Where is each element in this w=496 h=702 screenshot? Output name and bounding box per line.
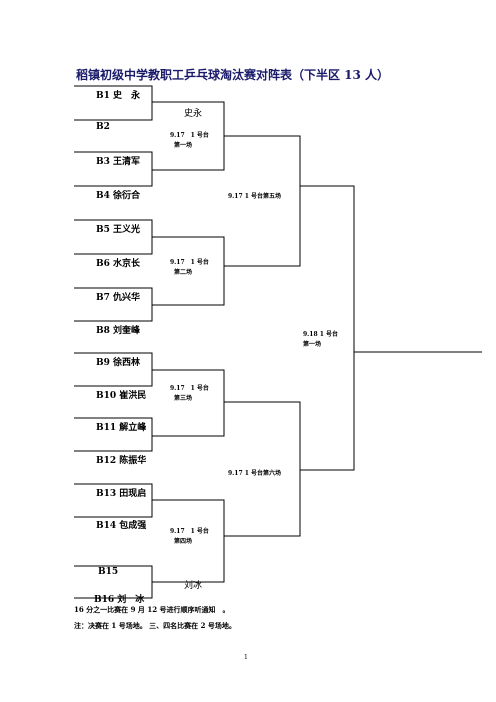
- match-label-2-line2: 第二场: [174, 269, 193, 276]
- r2-bracket-2: [152, 236, 225, 306]
- match-label-3: 9.17 1 号台 第三场: [170, 384, 209, 404]
- player-b3: B3 王清军: [96, 157, 141, 167]
- r2-bracket-3: [152, 369, 225, 437]
- player-b10: B10 崔洪民: [96, 391, 147, 401]
- player-b2: B2: [96, 122, 110, 132]
- player-b1: B1 史 永: [96, 91, 141, 101]
- player-b13: B13 田现启: [96, 489, 147, 499]
- round3-lines: [224, 135, 301, 537]
- player-b12: B12 陈振华: [96, 456, 147, 466]
- r1-pair-1: [74, 85, 153, 121]
- match-label-1: 9.17 1 号台 第一场: [170, 131, 209, 151]
- player-b11: B11 解立峰: [96, 423, 147, 433]
- r4-bracket: [300, 185, 355, 471]
- winner-bottom: 刘冰: [184, 581, 203, 591]
- match-label-4-line1: 9.17 1 号台: [170, 528, 209, 535]
- match-label-1-line2: 第一场: [174, 142, 193, 149]
- r2-bracket-4: [152, 499, 225, 583]
- round4-lines: [300, 185, 482, 471]
- player-b9: B9 徐西林: [96, 358, 141, 368]
- match-label-4-line2: 第四场: [174, 538, 193, 545]
- player-b5: B5 王义光: [96, 225, 141, 235]
- page-number: 1: [244, 654, 248, 661]
- match-label-2-line1: 9.17 1 号台: [170, 259, 209, 266]
- round2-lines: [152, 101, 225, 583]
- match-label-6: 9.17 1 号台第六场: [228, 470, 281, 477]
- player-b6: B6 水京长: [96, 259, 141, 269]
- player-b14: B14 包成强: [96, 521, 147, 531]
- match-label-7-line1: 9.18 1 号台: [303, 331, 338, 338]
- bracket-title: 稻镇初级中学教职工乒乓球淘汰赛对阵表（下半区 13 人）: [76, 68, 390, 82]
- match-label-3-line1: 9.17 1 号台: [170, 385, 209, 392]
- match-label-5: 9.17 1 号台第五场: [228, 193, 281, 200]
- r3-bracket-2: [224, 401, 301, 537]
- r3-bracket-1: [224, 135, 301, 267]
- player-b15: B15: [98, 567, 119, 577]
- player-b8: B8 刘奎峰: [96, 326, 141, 336]
- match-label-7-line2: 第一场: [303, 341, 322, 348]
- schedule-note: 16 分之一比赛在 9 月 12 号进行顺序听通知 。: [74, 605, 230, 614]
- player-b4: B4 徐衍合: [96, 191, 141, 201]
- match-label-7: 9.18 1 号台 第一场: [303, 330, 338, 350]
- r1-pair-6: [74, 417, 153, 452]
- player-b7: B7 仇兴华: [96, 293, 141, 303]
- match-label-2: 9.17 1 号台 第二场: [170, 258, 209, 278]
- r1-pair-2: [74, 151, 153, 187]
- match-label-4: 9.17 1 号台 第四场: [170, 527, 209, 547]
- winner-top: 史永: [184, 109, 203, 119]
- match-label-1-line1: 9.17 1 号台: [170, 132, 209, 139]
- player-b16: B16 刘 冰: [94, 595, 145, 605]
- match-label-3-line2: 第三场: [174, 395, 193, 402]
- venue-note: 注：决赛在 1 号场地。 三、四名比赛在 2 号场地。: [74, 621, 236, 630]
